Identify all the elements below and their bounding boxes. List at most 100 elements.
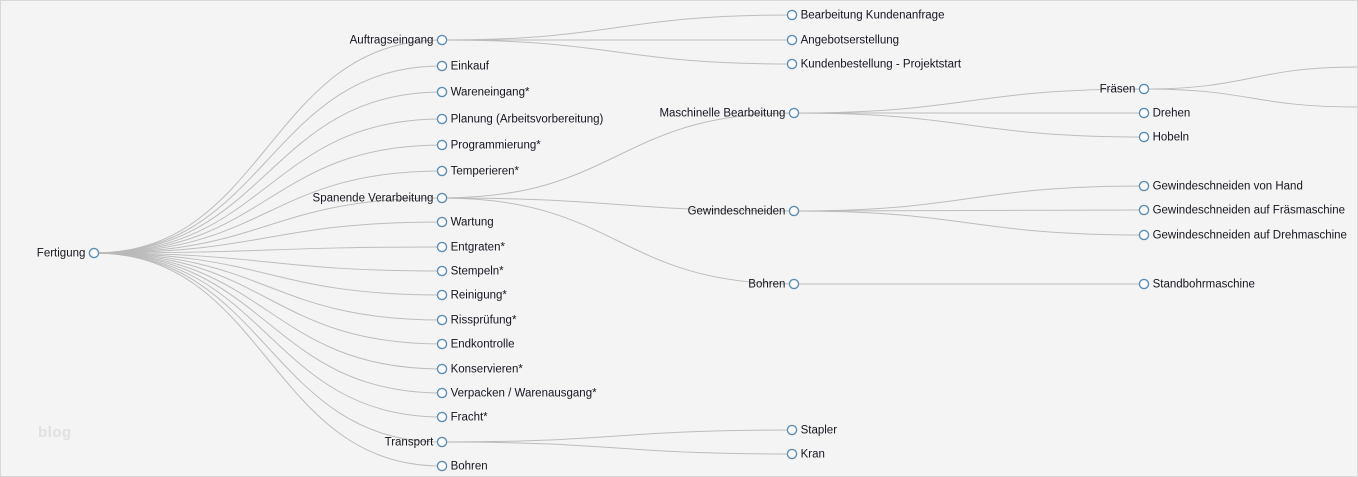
node-circle-rissprufung[interactable] [436,314,448,326]
node-circle-gewindeschneiden[interactable] [788,205,800,217]
tree-link [441,429,793,443]
node-circle-gewinde-drehmaschine[interactable] [1138,229,1150,241]
node-circle-hobeln[interactable] [1138,131,1150,143]
tree-node-kundenbestellung[interactable]: Kundenbestellung - Projektstart [786,58,962,71]
node-label-stapler: Stapler [801,425,838,437]
tree-link [93,252,443,418]
node-circle-verpacken[interactable] [436,387,448,399]
tree-link [793,209,1145,212]
node-circle-maschinelle-bearbeitung[interactable] [788,107,800,119]
tree-node-endkontrolle[interactable]: Endkontrolle [436,338,515,351]
tree-node-gewinde-drehmaschine[interactable]: Gewindeschneiden auf Drehmaschine [1138,229,1347,242]
node-circle-bohren-l2[interactable] [788,278,800,290]
node-circle-temperieren[interactable] [436,165,448,177]
node-circle-gewinde-fraesmaschine[interactable] [1138,204,1150,216]
node-circle-bearbeitung-kundenanfrage[interactable] [786,9,798,21]
node-circle-wareneingang[interactable] [436,86,448,98]
tree-link-offscreen [1143,88,1357,108]
tree-node-gewinde-fraesmaschine[interactable]: Gewindeschneiden auf Fräsmaschine [1138,204,1345,217]
node-label-drehen: Drehen [1153,108,1191,120]
tree-node-auftragseingang[interactable]: Auftragseingang [350,34,448,47]
node-circle-drehen[interactable] [1138,107,1150,119]
tree-node-stapler[interactable]: Stapler [786,424,838,437]
tree-node-kran[interactable]: Kran [786,448,825,461]
tree-node-stempeln[interactable]: Stempeln* [436,265,505,278]
tree-link [93,91,443,254]
node-label-angebotserstellung: Angebotserstellung [801,35,899,47]
tree-node-bearbeitung-kundenanfrage[interactable]: Bearbeitung Kundenanfrage [786,9,945,22]
tree-node-wartung[interactable]: Wartung [436,216,494,229]
tree-node-spanende-verarbeitung[interactable]: Spanende Verarbeitung [313,192,448,205]
tree-node-gewindeschneiden[interactable]: Gewindeschneiden [688,205,800,218]
tree-node-programmierung[interactable]: Programmierung* [436,139,542,152]
node-circle-bohren-l1[interactable] [436,460,448,472]
node-circle-transport[interactable] [436,436,448,448]
node-circle-programmierung[interactable] [436,139,448,151]
tree-link [93,170,443,254]
tree-node-entgraten[interactable]: Entgraten* [436,241,506,254]
node-circle-fraesen[interactable] [1138,83,1150,95]
tree-node-fraesen[interactable]: Fräsen [1100,83,1150,96]
node-circle-auftragseingang[interactable] [436,34,448,46]
node-circle-reinigung[interactable] [436,289,448,301]
tree-link [93,252,443,443]
tree-link-offscreen [1143,66,1357,90]
tree-node-reinigung[interactable]: Reinigung* [436,289,508,302]
node-circle-angebotserstellung[interactable] [786,34,798,46]
node-label-fraesen: Fräsen [1100,84,1136,96]
tree-node-wareneingang[interactable]: Wareneingang* [436,86,530,99]
node-label-fracht: Fracht* [451,412,489,424]
node-circle-kundenbestellung[interactable] [786,58,798,70]
node-circle-kran[interactable] [786,448,798,460]
tree-node-hobeln[interactable]: Hobeln [1138,131,1189,144]
node-circle-endkontrolle[interactable] [436,338,448,350]
node-circle-konservieren[interactable] [436,363,448,375]
tree-node-temperieren[interactable]: Temperieren* [436,165,520,178]
tree-node-standbohrmaschine[interactable]: Standbohrmaschine [1138,278,1255,291]
tree-node-verpacken[interactable]: Verpacken / Warenausgang* [436,387,597,400]
node-circle-stapler[interactable] [786,424,798,436]
tree-node-angebotserstellung[interactable]: Angebotserstellung [786,34,899,47]
node-circle-entgraten[interactable] [436,241,448,253]
tree-link [793,185,1145,212]
node-label-gewinde-drehmaschine: Gewindeschneiden auf Drehmaschine [1153,230,1347,242]
tree-node-bohren-l2[interactable]: Bohren [748,278,800,291]
node-label-rissprufung: Rissprüfung* [451,315,517,327]
node-label-auftragseingang: Auftragseingang [350,35,434,47]
tree-node-bohren-l1[interactable]: Bohren [436,460,488,473]
tree-link [93,246,443,254]
node-circle-stempeln[interactable] [436,265,448,277]
node-label-temperieren: Temperieren* [451,166,520,178]
node-circle-gewinde-von-hand[interactable] [1138,180,1150,192]
tree-node-fracht[interactable]: Fracht* [436,411,489,424]
node-circle-planung[interactable] [436,113,448,125]
node-circle-wartung[interactable] [436,216,448,228]
node-label-bearbeitung-kundenanfrage: Bearbeitung Kundenanfrage [801,10,945,22]
node-circle-fertigung[interactable] [88,247,100,259]
tree-node-planung[interactable]: Planung (Arbeitsvorbereitung) [436,113,604,126]
node-label-endkontrolle: Endkontrolle [451,339,515,351]
tree-node-drehen[interactable]: Drehen [1138,107,1191,120]
tree-node-konservieren[interactable]: Konservieren* [436,363,523,376]
tree-node-rissprufung[interactable]: Rissprüfung* [436,314,517,327]
tree-node-maschinelle-bearbeitung[interactable]: Maschinelle Bearbeitung [659,107,800,120]
tree-node-fertigung[interactable]: Fertigung [37,247,100,260]
node-label-fertigung: Fertigung [37,248,86,260]
node-label-reinigung: Reinigung* [451,290,508,302]
tree-node-transport[interactable]: Transport [385,436,448,449]
tree-link [93,252,443,467]
tree-node-einkauf[interactable]: Einkauf [436,60,490,73]
blog-watermark: blog [38,424,72,441]
node-label-hobeln: Hobeln [1153,132,1189,144]
tree-link [441,441,793,455]
node-label-verpacken: Verpacken / Warenausgang* [451,388,597,400]
node-circle-standbohrmaschine[interactable] [1138,278,1150,290]
node-label-stempeln: Stempeln* [451,266,505,278]
node-circle-spanende-verarbeitung[interactable] [436,192,448,204]
node-label-kran: Kran [801,449,825,461]
node-circle-fracht[interactable] [436,411,448,423]
node-label-programmierung: Programmierung* [451,140,542,152]
node-label-entgraten: Entgraten* [451,242,506,254]
tree-node-gewinde-von-hand[interactable]: Gewindeschneiden von Hand [1138,180,1303,193]
node-circle-einkauf[interactable] [436,60,448,72]
